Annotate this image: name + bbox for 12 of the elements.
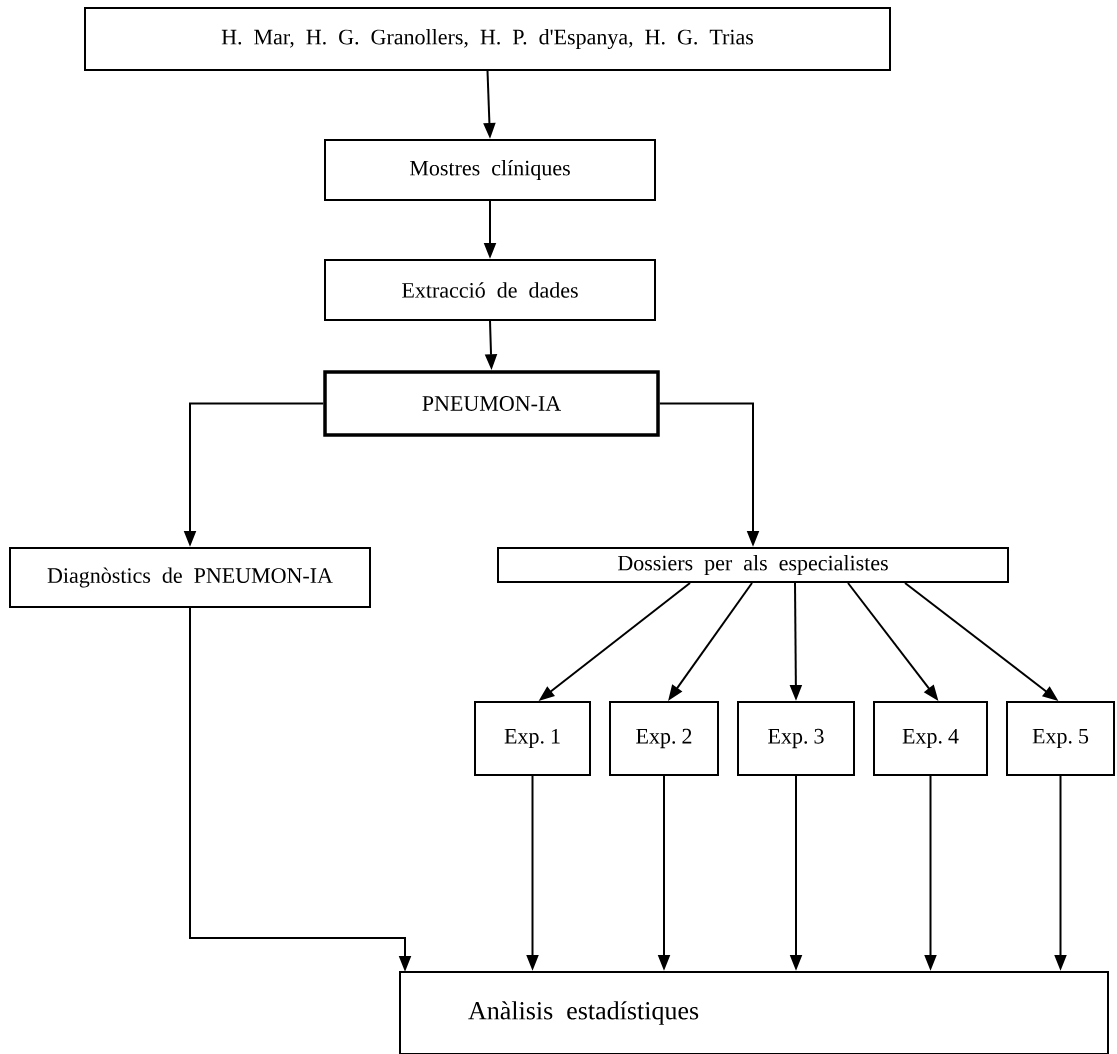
process-box: Exp. 2 bbox=[609, 701, 719, 776]
process-box: PNEUMON-IA bbox=[323, 370, 660, 437]
process-box: Anàlisis estadístiques bbox=[399, 971, 1109, 1054]
process-box: Diagnòstics de PNEUMON-IA bbox=[9, 547, 371, 608]
process-box: Exp. 1 bbox=[474, 701, 591, 776]
process-box: Extracció de dades bbox=[324, 259, 656, 321]
process-box: Exp. 3 bbox=[737, 701, 855, 776]
process-box: Exp. 4 bbox=[873, 701, 988, 776]
process-box: Dossiers per als especialistes bbox=[497, 547, 1009, 583]
process-box: H. Mar, H. G. Granollers, H. P. d'Espanya, H. G. Trias bbox=[84, 7, 891, 71]
process-box: Mostres clíniques bbox=[324, 139, 656, 201]
process-box: Exp. 5 bbox=[1006, 701, 1115, 776]
